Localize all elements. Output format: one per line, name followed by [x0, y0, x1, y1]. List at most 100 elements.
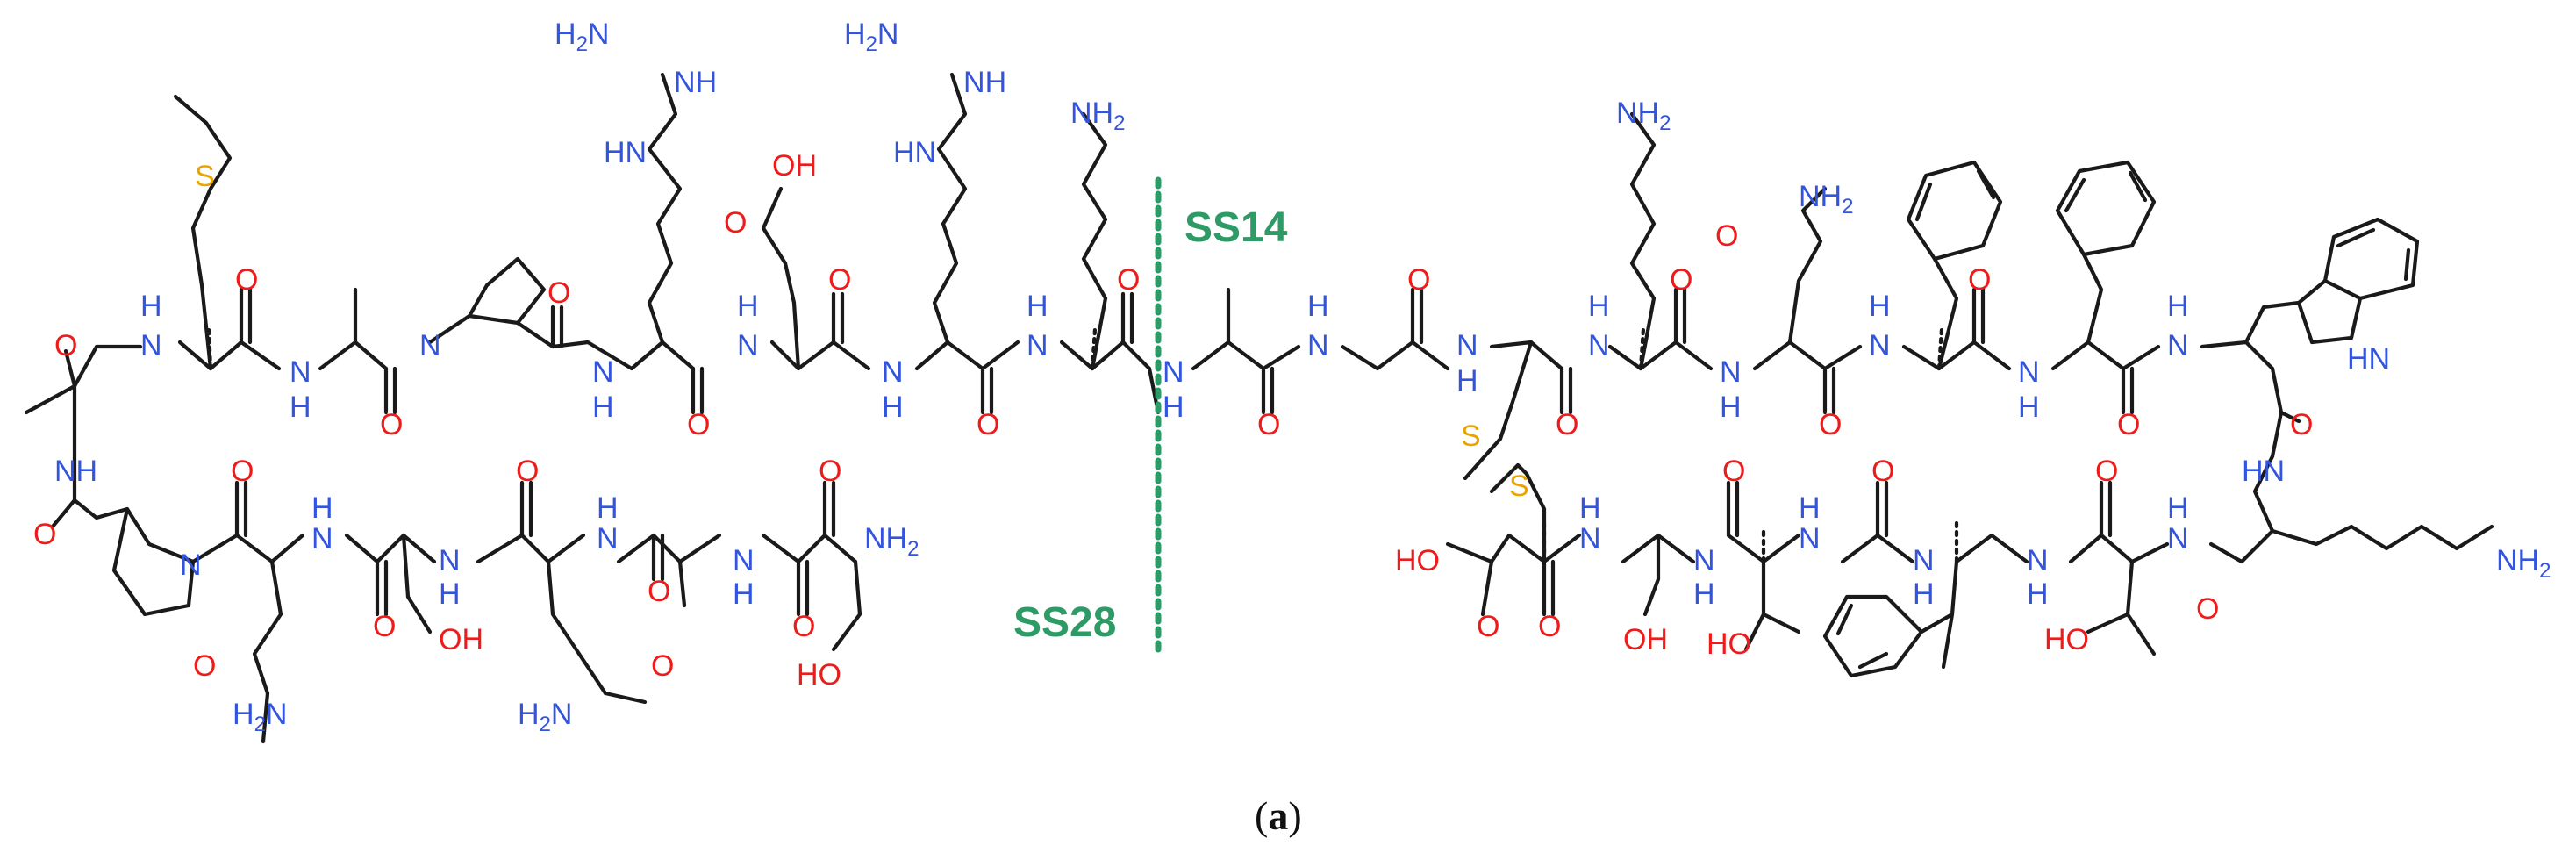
carbonyl-oxygen: O	[380, 408, 403, 441]
amide-n: N	[2018, 355, 2040, 389]
amide-h: H	[597, 491, 619, 525]
amide-n: N	[1456, 329, 1478, 362]
amide-hn: HN	[2242, 455, 2285, 488]
amide-n: N	[1307, 329, 1329, 362]
asn-amine-3: NH2	[1799, 180, 1853, 219]
carbonyl-oxygen: O	[1556, 408, 1578, 441]
amide-n: N	[1869, 329, 1891, 362]
amide-h: H	[1588, 290, 1610, 323]
carbonyl-oxygen: O	[33, 518, 56, 551]
c-terminal-oxygen: O	[1477, 610, 1499, 643]
arg-imine-1: NH	[674, 66, 717, 99]
carbonyl-oxygen: O	[1407, 263, 1430, 297]
atom-labels: S O H N O N H O N O N H O H N O N H O H …	[33, 18, 2551, 736]
amide-h: H	[2167, 290, 2189, 323]
carbonyl-oxygen: O	[828, 263, 851, 297]
carbonyl-oxygen: O	[547, 276, 570, 310]
glu-oxygen: O	[724, 206, 747, 240]
c-terminal-hydroxyl: HO	[1395, 544, 1440, 577]
amide-h: H	[439, 577, 461, 611]
bond-lines	[24, 72, 2494, 744]
amide-n: N	[737, 329, 759, 362]
asn-oxygen: O	[193, 649, 216, 683]
carbonyl-oxygen: O	[2095, 455, 2118, 488]
amide-n: N	[290, 355, 311, 389]
carbonyl-oxygen: O	[977, 408, 999, 441]
carbonyl-oxygen: O	[235, 263, 258, 297]
trp-nh: HN	[2347, 342, 2390, 376]
amide-n: N	[733, 544, 755, 577]
carbonyl-oxygen: O	[1117, 263, 1140, 297]
thr-hydroxyl-2: HO	[1707, 627, 1751, 661]
proline-n: N	[180, 548, 202, 582]
arg-nh-2: HN	[893, 136, 936, 169]
carbonyl-oxygen: O	[516, 455, 539, 488]
amide-h: H	[1027, 290, 1048, 323]
carbonyl-oxygen: O	[1819, 408, 1842, 441]
amide-h: H	[592, 391, 614, 424]
amide-n: N	[140, 329, 162, 362]
amide-h: H	[311, 491, 333, 525]
glu-hydroxyl: OH	[772, 149, 817, 183]
amide-n: N	[311, 522, 333, 556]
met-sulfur: S	[195, 160, 215, 193]
n-terminal-amine: NH2	[864, 522, 919, 561]
amide-n: N	[1720, 355, 1742, 389]
amide-n: N	[592, 355, 614, 389]
amide-h: H	[733, 577, 755, 611]
amide-h: H	[1163, 391, 1184, 424]
amide-n: N	[1693, 544, 1715, 577]
thr-hydroxyl-1: HO	[2044, 623, 2089, 656]
proline-n: N	[419, 329, 441, 362]
amide-n: N	[2027, 544, 2049, 577]
arg-imine-2: NH	[963, 66, 1006, 99]
amide-n: N	[1588, 329, 1610, 362]
ser-hydroxyl-2: HO	[797, 658, 841, 692]
carbonyl-oxygen: O	[2117, 408, 2140, 441]
lys-amine-1: NH2	[1070, 97, 1125, 135]
carbonyl-oxygen: O	[1257, 408, 1280, 441]
arg-amine-2: H2N	[844, 18, 898, 56]
disulfide-sulfur-1: S	[1461, 419, 1481, 453]
amide-h: H	[737, 290, 759, 323]
carbonyl-oxygen: O	[648, 575, 670, 608]
lys-amine-2: NH2	[1616, 97, 1671, 135]
amide-h: H	[2027, 577, 2049, 611]
carbonyl-oxygen: O	[1670, 263, 1692, 297]
asn-amine-1: H2N	[233, 698, 287, 736]
disulfide-sulfur-2: S	[1509, 470, 1529, 503]
amide-h: H	[1720, 391, 1742, 424]
amide-n: N	[882, 355, 904, 389]
amide-h: H	[1799, 491, 1821, 525]
carbonyl-oxygen: O	[2290, 408, 2313, 441]
carbonyl-oxygen: O	[1968, 263, 1991, 297]
carbonyl-oxygen: O	[819, 455, 841, 488]
carbonyl-oxygen: O	[687, 408, 710, 441]
carbonyl-oxygen: O	[792, 610, 815, 643]
amide-h: H	[140, 290, 162, 323]
ss28-label: SS28	[1013, 599, 1116, 646]
amide-n: N	[1027, 329, 1048, 362]
carbonyl-oxygen: O	[2196, 592, 2219, 626]
amide-n: N	[1913, 544, 1935, 577]
amide-h: H	[1579, 491, 1601, 525]
arg-amine-1: H2N	[555, 18, 609, 56]
asn-amine-2: H2N	[518, 698, 572, 736]
amide-h: H	[1307, 290, 1329, 323]
ser-hydroxyl-3: OH	[1623, 623, 1668, 656]
amide-h: H	[1456, 364, 1478, 398]
amide-h: H	[290, 391, 311, 424]
amide-nh: NH	[54, 455, 97, 488]
carbonyl-oxygen: O	[1722, 455, 1745, 488]
amide-h: H	[1913, 577, 1935, 611]
arg-nh-1: HN	[604, 136, 647, 169]
amide-n: N	[439, 544, 461, 577]
carbonyl-oxygen: O	[373, 610, 396, 643]
asn-oxygen-3: O	[1715, 219, 1738, 253]
carbonyl-oxygen: O	[1538, 610, 1561, 643]
amide-h: H	[1869, 290, 1891, 323]
amide-h: H	[2167, 491, 2189, 525]
ss14-label: SS14	[1184, 204, 1288, 251]
